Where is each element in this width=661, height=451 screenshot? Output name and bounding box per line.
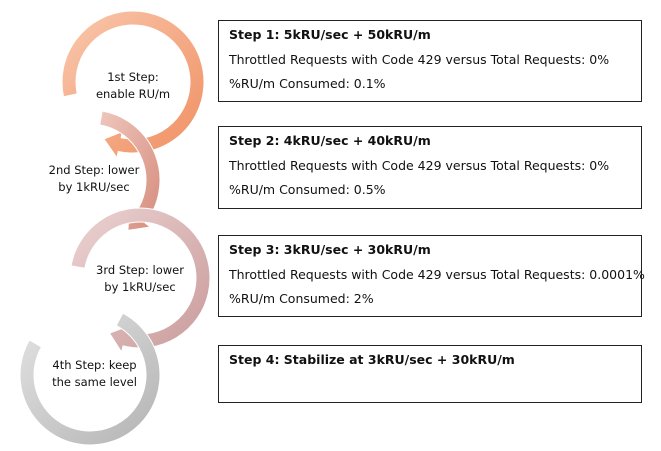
step-3-throttled-line: Throttled Requests with Code 429 versus … (229, 267, 645, 282)
step-2-box: Step 2: 4kRU/sec + 40kRU/m Throttled Req… (218, 126, 642, 209)
step-4-title: Step 4: Stabilize at 3kRU/sec + 30kRU/m (229, 352, 515, 367)
step-1-box: Step 1: 5kRU/sec + 50kRU/m Throttled Req… (218, 20, 642, 102)
step-4-arrow (19, 312, 161, 446)
step-3-arrow (70, 207, 211, 354)
step-4-label: 4th Step: keep the same level (52, 358, 137, 389)
step-2-consumed-line: %RU/m Consumed: 0.5% (229, 182, 386, 197)
step-3-box: Step 3: 3kRU/sec + 30kRU/m Throttled Req… (218, 235, 645, 317)
step-1-arrow (61, 10, 205, 159)
step-2-label: 2nd Step: lower by 1kRU/sec (48, 163, 140, 194)
step-3-title: Step 3: 3kRU/sec + 30kRU/m (229, 242, 431, 257)
step-1-label: 1st Step: enable RU/m (95, 70, 171, 101)
step-2-throttled-line: Throttled Requests with Code 429 versus … (229, 158, 610, 173)
step-3-consumed-line: %RU/m Consumed: 2% (229, 291, 374, 306)
step-2-title: Step 2: 4kRU/sec + 40kRU/m (229, 133, 431, 148)
step-1-throttled-line: Throttled Requests with Code 429 versus … (229, 52, 610, 67)
step-1-title: Step 1: 5kRU/sec + 50kRU/m (229, 27, 431, 42)
step-3-label: 3rd Step: lower by 1kRU/sec (96, 263, 184, 294)
step-2-arrow (99, 110, 161, 231)
step-1-consumed-line: %RU/m Consumed: 0.1% (229, 76, 386, 91)
step-4-box: Step 4: Stabilize at 3kRU/sec + 30kRU/m (218, 345, 642, 403)
